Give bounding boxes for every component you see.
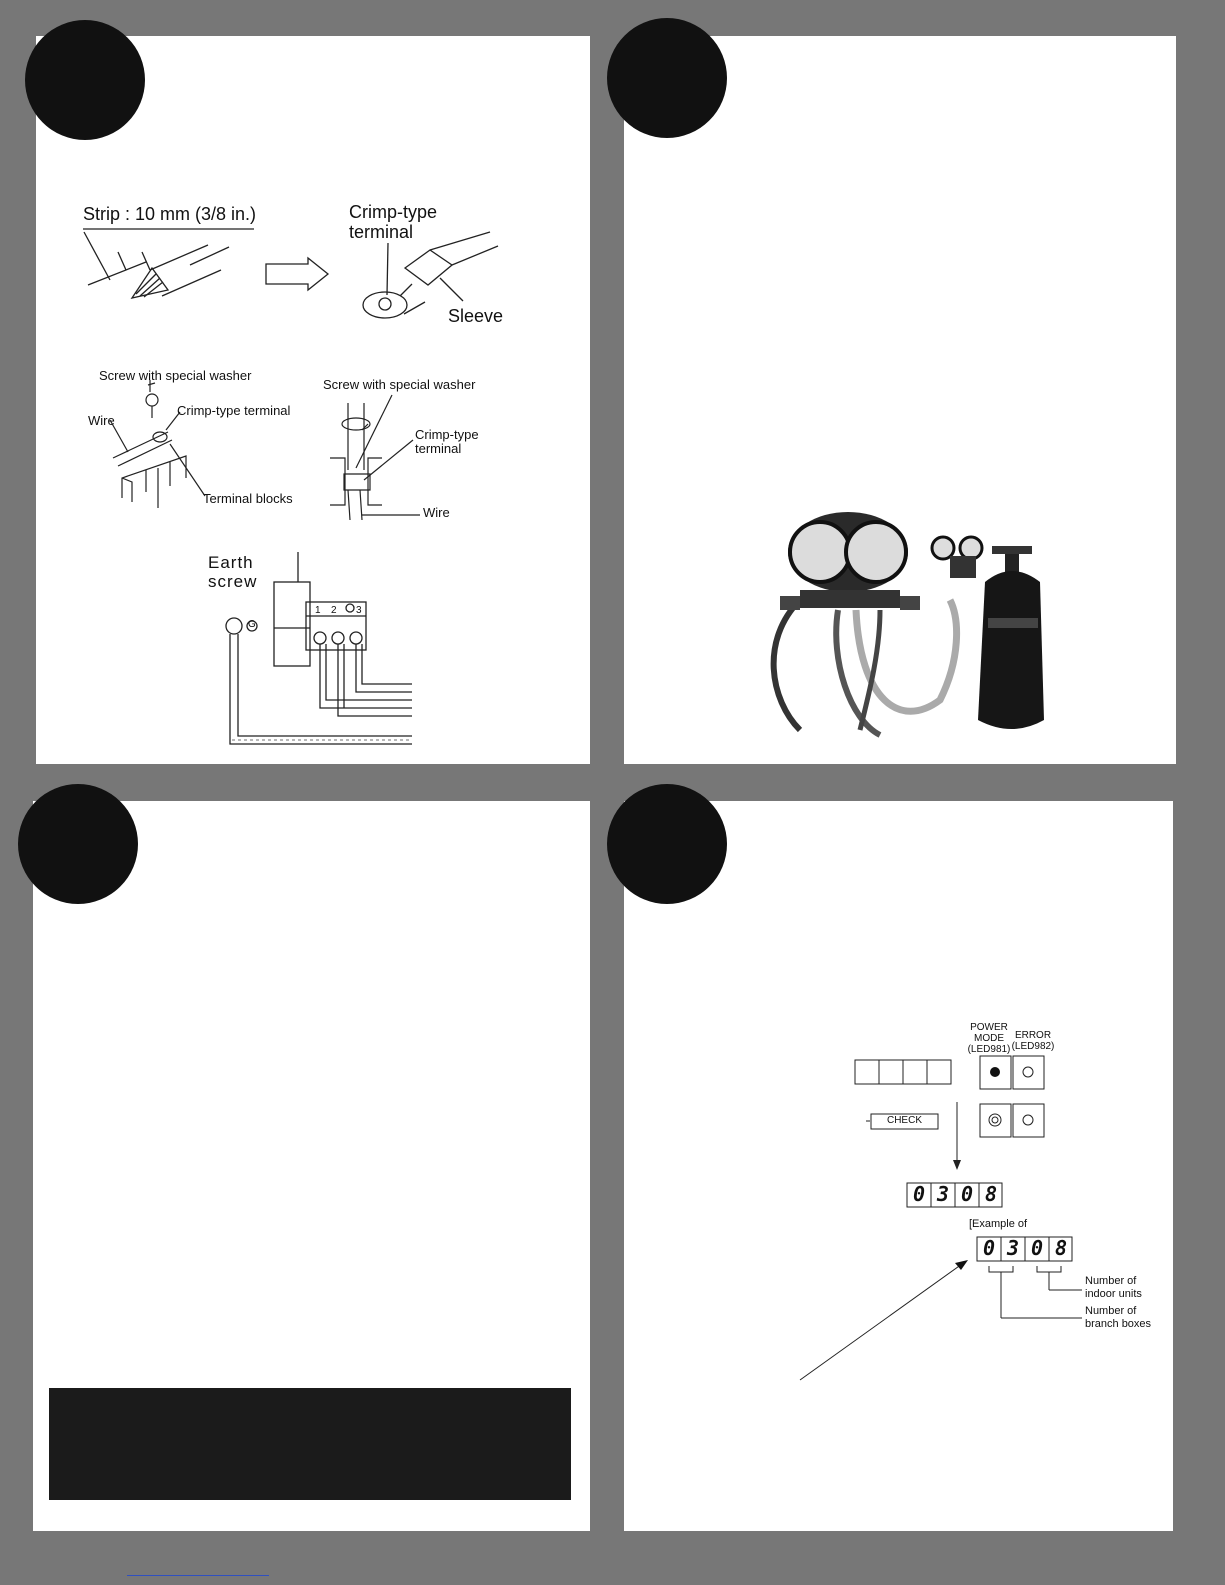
indoor-units-label: Number of indoor units [1085,1275,1142,1301]
readout-digit-3: 0 [960,1182,974,1206]
crimp-terminal-label-2: Crimp-type terminal [415,427,479,456]
screw-washer-label: Screw with special washer [99,368,252,383]
note-box [49,1388,571,1500]
wire-label-2: Wire [423,505,450,520]
readout-digit-4: 8 [984,1182,998,1206]
example-digit-3: 0 [1030,1236,1044,1260]
wire-label: Wire [88,413,115,428]
step-badge-2 [607,18,727,138]
strip-label: Strip : 10 mm (3/8 in.) [83,204,257,224]
error-label: ERROR (LED982) [1011,1030,1055,1052]
panel-gauge [624,36,1176,764]
branch-boxes-label: Number of branch boxes [1085,1305,1152,1331]
check-button-label: CHECK [886,1115,922,1126]
ground-symbol: G [248,619,256,630]
panel-wiring [36,36,590,764]
power-mode-label: POWER MODE (LED981) [967,1022,1011,1055]
screw-washer-label-2: Screw with special washer [323,377,476,392]
readout-digit-1: 0 [912,1182,926,1206]
terminal-number-3: 3 [356,605,362,616]
step-badge-3 [18,784,138,904]
example-digit-4: 8 [1054,1236,1068,1260]
panel-display [624,801,1173,1531]
crimp-terminal-label: Crimp-type terminal [349,202,438,242]
step-badge-1 [25,20,145,140]
terminal-number-2: 2 [331,605,337,616]
readout-digit-2: 3 [936,1182,950,1206]
step-badge-4 [607,784,727,904]
example-label: [Example of [969,1218,1028,1230]
footer-link-underline[interactable] [127,1575,269,1576]
example-digit-1: 0 [982,1236,996,1260]
sleeve-label: Sleeve [448,306,504,326]
example-digit-2: 3 [1006,1236,1020,1260]
terminal-number-1: 1 [315,605,321,616]
crimp-terminal-small-label: Crimp-type terminal [177,403,291,418]
terminal-blocks-label: Terminal blocks [203,491,293,506]
earth-screw-label: Earth screw [208,553,258,591]
